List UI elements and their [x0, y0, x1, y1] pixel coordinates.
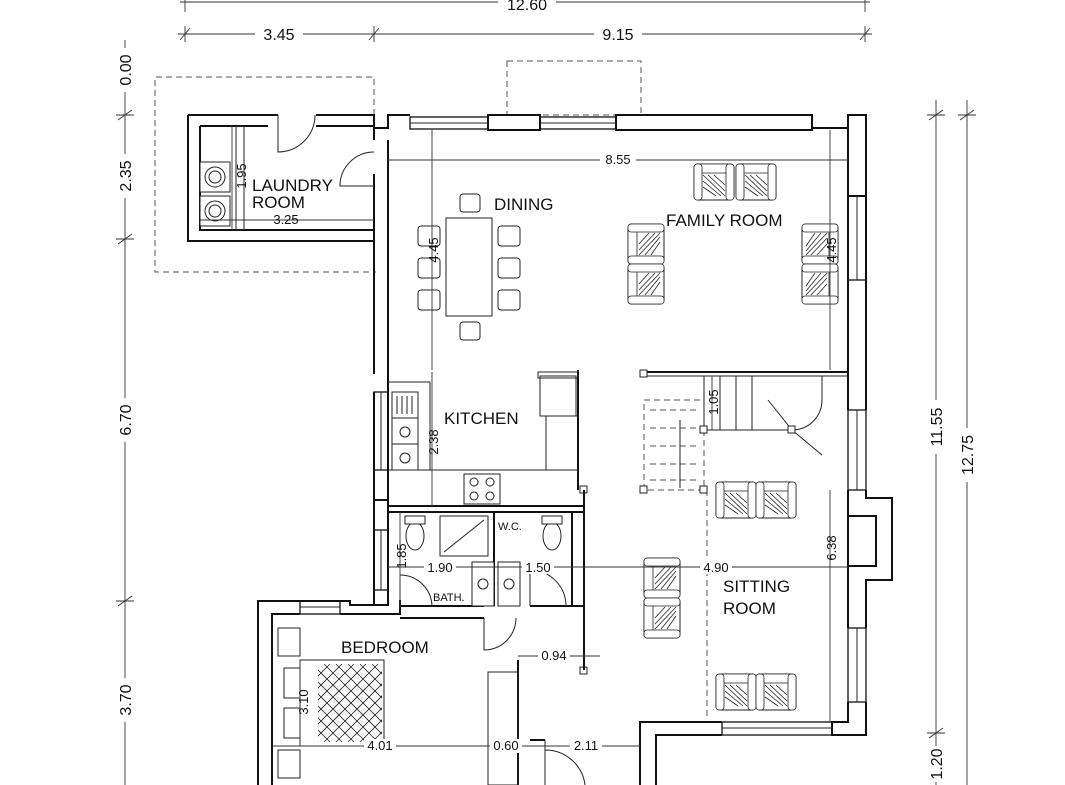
interior-dimension-lines: [200, 126, 848, 747]
dim-stair-height: 1.05: [706, 389, 721, 414]
label-dining: DINING: [494, 195, 554, 214]
dim-laundry-height: 1.95: [234, 163, 249, 188]
laundry-appliances: [199, 125, 245, 231]
dim-sitting-width: 4.90: [703, 560, 728, 575]
dining-set: [417, 193, 521, 341]
dim-corridor-width: 0.94: [541, 648, 566, 663]
dim-family-height: 4.45: [824, 237, 839, 262]
dim-left-2: 2.35: [118, 160, 135, 191]
interior-dimension-labels: 3.25 1.95 8.55 4.45 4.45 2.38 1.05 1.85 …: [234, 152, 839, 753]
label-laundry-line2: ROOM: [252, 193, 305, 212]
label-sitting-line1: SITTING: [723, 577, 790, 596]
room-labels: LAUNDRY ROOM DINING FAMILY ROOM KITCHEN …: [252, 176, 790, 657]
armchairs: [627, 163, 839, 711]
bed: [277, 627, 385, 779]
dim-kitchen-height: 2.38: [426, 429, 441, 454]
armchair-symbol: [643, 597, 681, 639]
dim-dining-height: 4.45: [426, 237, 441, 262]
dim-right-2: 12.75: [960, 435, 977, 475]
armchair-symbol: [735, 163, 777, 201]
dim-top-total: 12.60: [507, 0, 547, 14]
kitchen-counters: [388, 371, 579, 505]
armchair-symbol: [801, 263, 839, 305]
label-kitchen: KITCHEN: [444, 409, 519, 428]
bathroom-fixtures: [404, 515, 563, 607]
label-laundry-line1: LAUNDRY: [252, 176, 333, 195]
dim-laundry-width: 3.25: [273, 212, 298, 227]
label-wc: W.C.: [498, 521, 522, 533]
dim-entry-width: 2.11: [574, 738, 598, 753]
dim-top-left: 3.45: [263, 27, 294, 44]
armchair-symbol: [715, 481, 757, 519]
dim-bath-width: 1.90: [427, 560, 452, 575]
dim-closet-width: 0.60: [493, 738, 518, 753]
dim-right-1: 11.55: [929, 407, 946, 446]
dim-right-3: 1.20: [929, 748, 946, 779]
staircase: [639, 369, 823, 494]
top-dimensions: 12.60 3.45 9.15: [178, 0, 872, 44]
armchair-symbol: [643, 557, 681, 599]
right-dimensions: 11.55 1.20 12.75: [927, 100, 977, 785]
armchair-symbol: [693, 163, 735, 201]
armchair-symbol: [755, 481, 797, 519]
exterior-walls: [187, 114, 893, 785]
dim-bed-height: 3.10: [296, 689, 311, 714]
armchair-symbol: [755, 673, 797, 711]
dim-left-1: 0.00: [118, 54, 135, 85]
dim-wc-width: 1.50: [525, 560, 550, 575]
label-bedroom: BEDROOM: [341, 638, 429, 657]
dim-left-4: 3.70: [118, 684, 135, 715]
armchair-symbol: [627, 223, 665, 265]
dim-left-3: 6.70: [118, 404, 135, 435]
dim-family-width: 8.55: [605, 152, 630, 167]
dim-bath-height: 1.85: [394, 543, 409, 568]
armchair-symbol: [801, 223, 839, 265]
dim-bed-width: 4.01: [367, 738, 392, 753]
label-family-room: FAMILY ROOM: [666, 211, 783, 230]
left-dimensions: 0.00 2.35 6.70 3.70: [116, 40, 135, 785]
armchair-symbol: [715, 673, 757, 711]
dim-sitting-height: 6.38: [824, 535, 839, 560]
label-bath: BATH.: [433, 592, 465, 604]
dashed-outlines: [154, 60, 708, 720]
armchair-symbol: [627, 263, 665, 305]
label-sitting-line2: ROOM: [723, 599, 776, 618]
dim-top-right: 9.15: [602, 27, 633, 44]
